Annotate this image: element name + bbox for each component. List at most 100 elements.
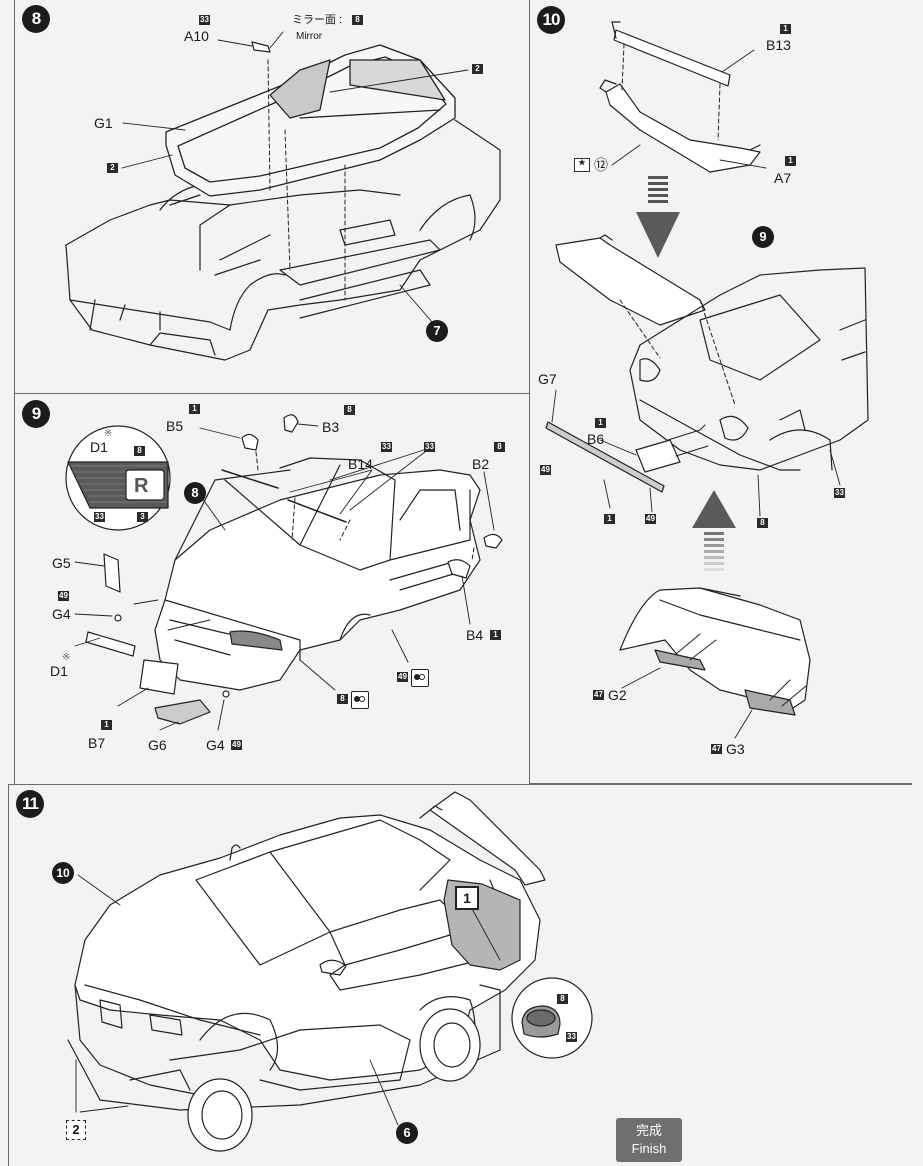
b7-paint-code: 1: [101, 720, 112, 730]
callout-2-marker: 2: [66, 1120, 86, 1140]
ref-step-7: 7: [426, 320, 448, 342]
step11-chassis: [67, 984, 501, 1152]
b3-mirror: [283, 414, 299, 433]
g4-left-part-label: G4: [52, 606, 71, 622]
ref-step-6: 6: [396, 1122, 418, 1144]
step11-leaders: [75, 874, 501, 1126]
mirror-label-en: Mirror: [296, 31, 323, 42]
bumper-paint-8: 8: [337, 694, 348, 704]
body-paint-8: 8: [757, 518, 768, 528]
step10-rear-assembly: [555, 234, 869, 471]
step10-wing-upper: [599, 21, 761, 173]
b5-part-label: B5: [166, 418, 184, 434]
step-11-panel: [8, 784, 912, 1166]
step8-glass: [165, 44, 456, 197]
b5-mirror: [241, 433, 259, 451]
g5-part-label: G5: [52, 555, 71, 571]
strip-paint-49: 49: [645, 514, 656, 524]
detail-paint-3: 3: [137, 512, 148, 522]
badge-r-emblem: R: [134, 475, 149, 497]
g2-part-label: G2: [608, 687, 627, 703]
step10-big-arrow-down: [636, 176, 680, 258]
a10-part-label: A10: [184, 28, 209, 44]
step-8-badge: 8: [22, 5, 50, 33]
b6-plate: [635, 439, 681, 473]
a7-paint-code: 1: [785, 156, 796, 166]
ref-step-9: 9: [752, 226, 774, 248]
b13-part-label: B13: [766, 37, 791, 53]
b14-paint-code-b: 33: [424, 442, 435, 452]
step-10-panel: [529, 0, 912, 784]
detail-paint-33-step11: 33: [566, 1032, 577, 1042]
mirror-paint-code: 8: [352, 15, 363, 25]
g3-paint-code: 47: [711, 744, 722, 754]
g4-bottom-paint-code: 49: [231, 740, 242, 750]
b2-part-label: B2: [472, 456, 490, 472]
a7-part-label: A7: [774, 170, 792, 186]
step8-guides: [267, 59, 346, 301]
b4-paint-code: 1: [490, 630, 501, 640]
step10-big-arrow-up: [692, 490, 736, 571]
g1-part-label: G1: [94, 115, 113, 131]
a10-mirror-part: [251, 41, 271, 53]
g7-part-label: G7: [538, 371, 557, 387]
detail-paint-8: 8: [134, 446, 145, 456]
b5-paint-code: 1: [189, 404, 200, 414]
step-9-badge: 9: [22, 400, 50, 428]
step-10-badge: 10: [537, 6, 565, 34]
d1-decal-mark-top: ※: [104, 428, 113, 439]
step-11-badge: 11: [16, 790, 44, 818]
b4-mirror: [447, 559, 471, 579]
finish-label-jp: 完成: [635, 1123, 662, 1138]
glass-paint-code: 2: [472, 64, 483, 74]
step10-g7-strip: [545, 421, 665, 493]
step10-rear-bumper: [619, 587, 811, 716]
b2-mirror: [483, 533, 503, 549]
finish-label-en: Finish: [631, 1141, 667, 1156]
step9-body: [154, 457, 481, 691]
g1-paint-code: 2: [107, 163, 118, 173]
a10-paint-code: 33: [199, 15, 210, 25]
mirror-face-label: ミラー面 :: [292, 14, 343, 26]
step9-wipers: [221, 469, 347, 523]
star-decal-icon: ★: [574, 158, 590, 172]
b2-paint-code: 8: [494, 442, 505, 452]
step9-leaders: [74, 423, 495, 731]
step10-leaders: [551, 49, 841, 739]
b6-paint-code: 1: [595, 418, 606, 428]
finish-badge: 完成 Finish: [616, 1118, 682, 1162]
step11-car: [74, 814, 541, 1096]
detail-paint-8-step11: 8: [557, 994, 568, 1004]
step11-detail-circle: [511, 977, 593, 1059]
b3-part-label: B3: [322, 419, 340, 435]
body-paint-33: 33: [834, 488, 845, 498]
star-ref-label: ⑫: [594, 157, 608, 173]
d1-detail-label: D1: [90, 439, 108, 455]
g6-part-label: G6: [148, 737, 167, 753]
step9-detail-circle: [65, 425, 171, 531]
detail-paint-33: 33: [94, 512, 105, 522]
two-tone-paint-icon: [411, 669, 429, 687]
d1-decal-mark: ※: [62, 652, 71, 663]
ref-step-10: 10: [52, 862, 74, 884]
b3-paint-code: 8: [344, 405, 355, 415]
b14-paint-code-a: 33: [381, 442, 392, 452]
ref-step-8: 8: [184, 482, 206, 504]
b4-part-label: B4: [466, 627, 484, 643]
two-tone-paint-icon: [351, 691, 369, 709]
step8-leaders: [121, 31, 469, 323]
trim-paint-49: 49: [397, 672, 408, 682]
step9-small-parts: [85, 553, 230, 725]
b6-part-label: B6: [587, 431, 605, 447]
callout-1-marker: 1: [455, 886, 479, 910]
g4-bottom-part-label: G4: [206, 737, 225, 753]
b14-part-label: B14: [348, 456, 373, 472]
strip-paint-1: 1: [604, 514, 615, 524]
g3-part-label: G3: [726, 741, 745, 757]
g2-paint-code: 47: [593, 690, 604, 700]
b13-paint-code: 1: [780, 24, 791, 34]
g4-left-paint-code: 49: [58, 591, 69, 601]
d1-part-label: D1: [50, 663, 68, 679]
g7-paint-code: 49: [540, 465, 551, 475]
b7-part-label: B7: [88, 735, 106, 751]
